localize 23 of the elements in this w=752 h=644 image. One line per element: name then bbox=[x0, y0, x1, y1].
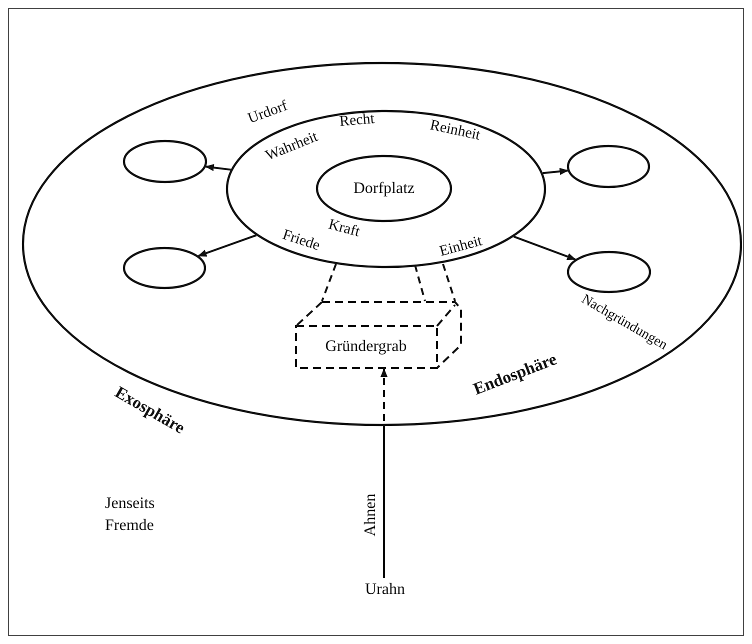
arrow bbox=[204, 164, 231, 172]
small-ellipse bbox=[567, 145, 650, 188]
projection-line bbox=[442, 264, 456, 302]
arrow bbox=[513, 236, 576, 260]
region-label: Reinheit bbox=[428, 118, 482, 144]
projection-line bbox=[321, 264, 337, 302]
region-label: Recht bbox=[338, 112, 376, 130]
node-text: Urahn bbox=[355, 578, 415, 602]
small-ellipse bbox=[123, 140, 207, 183]
region-label: Urdorf bbox=[246, 98, 290, 128]
note-text: Fremde bbox=[105, 516, 154, 536]
arrow bbox=[542, 168, 569, 176]
note-text: Jenseits bbox=[105, 494, 155, 514]
small-ellipse bbox=[123, 247, 206, 289]
projection-line bbox=[414, 264, 426, 302]
arrow bbox=[198, 234, 257, 257]
arrow bbox=[380, 368, 388, 578]
small-ellipse bbox=[567, 251, 651, 293]
region-label: Kraft bbox=[326, 218, 362, 240]
region-label: Einheit bbox=[438, 234, 484, 260]
region-label: Gründergrab bbox=[325, 339, 407, 355]
region-label: Dorfplatz bbox=[353, 181, 415, 197]
region-label: Friede bbox=[280, 228, 322, 254]
